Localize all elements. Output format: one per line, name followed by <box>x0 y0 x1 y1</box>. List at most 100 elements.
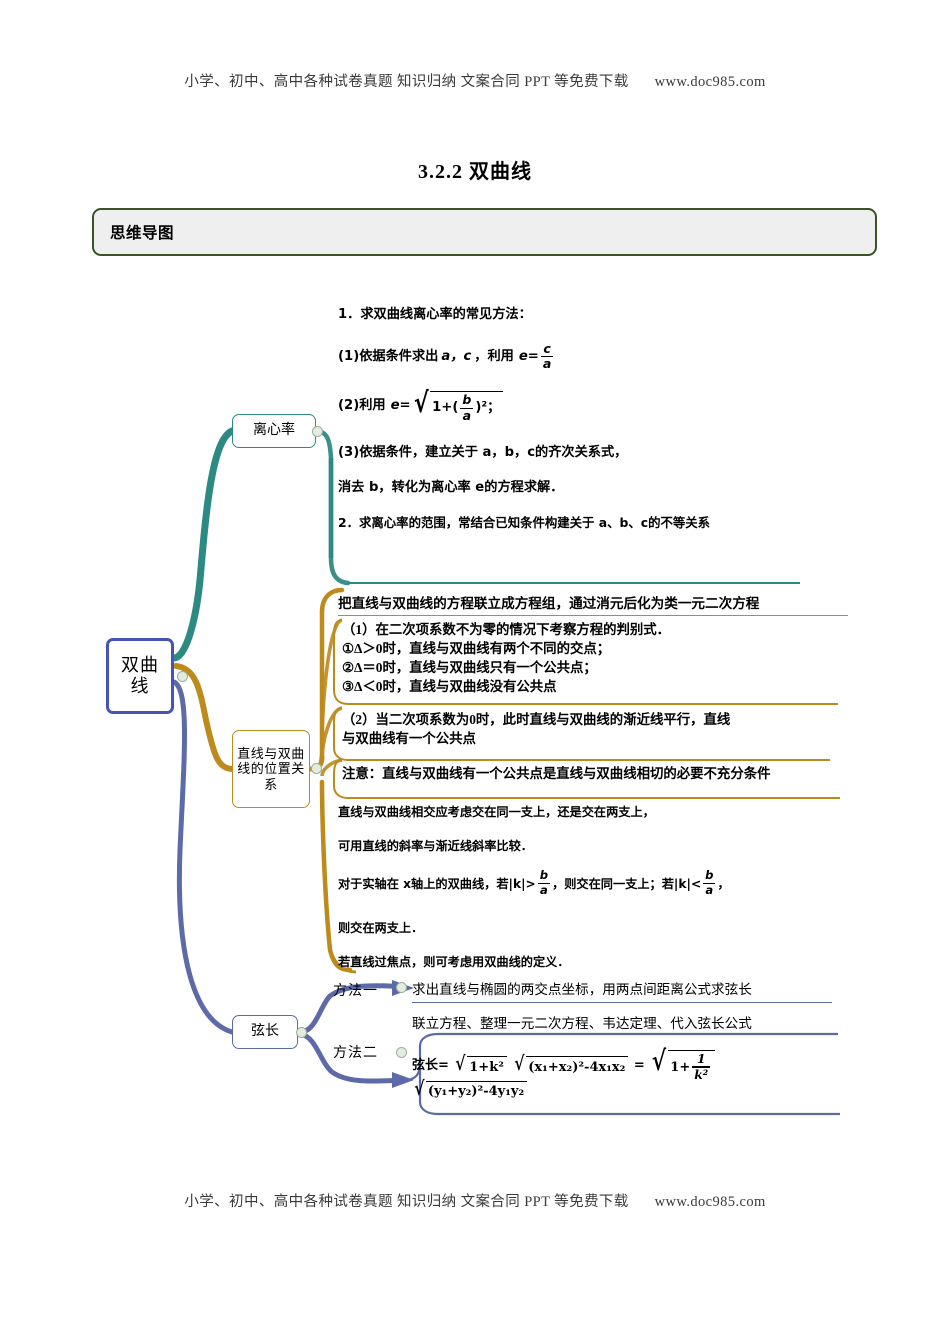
sqrt-y-expression: √ (y₁+y₂)²-4y₁y₂ <box>413 1079 528 1100</box>
radical-glyph: √ <box>413 386 429 419</box>
ecc-line-4: (3)依据条件，建立关于 a，b，c的齐次关系式， <box>338 446 808 461</box>
chord-method-two-label-text: 方法二 <box>333 1046 378 1061</box>
radical-body: 1+ 1 k² <box>668 1050 716 1081</box>
chord-method-two-label: 方法二 <box>333 1042 378 1062</box>
watermark-url: www.doc985.com <box>654 74 766 90</box>
fraction-numerator: b <box>705 868 714 882</box>
position-b3: ②Δ＝0时，直线与双曲线只有一个公共点； <box>342 660 597 676</box>
fraction-bar <box>703 882 716 884</box>
sqrt-1-plus-inv-k2: √ 1+ 1 k² <box>650 1047 716 1081</box>
radical-body: 1+( b a )²； <box>430 391 504 423</box>
collapse-dot-chord[interactable] <box>296 1027 307 1038</box>
node-eccentricity-label: 离心率 <box>253 422 295 438</box>
radicand-one: 1+ <box>670 1059 691 1075</box>
ecc-line-5: 消去 b，转化为离心率 e的方程求解． <box>338 480 808 496</box>
ecc-line-1-text: 1．求双曲线离心率的常见方法： <box>338 307 532 322</box>
ecc-line-6-text: 2．求离心率的范围，常结合已知条件构建关于 a、b、c的不等关系 <box>338 514 711 530</box>
collapse-dot-method-two[interactable] <box>396 1047 407 1058</box>
position-e-text: 直线与双曲线相交应考虑交在同一支上，还是交在两支上， <box>338 805 655 819</box>
sqrt-1-plus-k2: √ 1+k² <box>454 1052 507 1076</box>
fraction-denominator: a <box>462 407 472 423</box>
ecc-line-2-e: e= <box>518 348 539 364</box>
chord-method-one-label-text: 方法一 <box>333 984 378 999</box>
position-item-a-text: 把直线与双曲线的方程联立成方程组，通过消元后化为类一元二次方程 <box>338 596 760 611</box>
fraction-denominator: a <box>705 882 714 897</box>
fraction-numerator: b <box>462 392 472 407</box>
radical-glyph: √ <box>514 1052 525 1076</box>
ecc-line-4-text: (3)依据条件，建立关于 a，b，c的齐次关系式， <box>338 445 628 461</box>
fraction-numerator: b <box>539 868 549 882</box>
fraction-denominator: a <box>540 882 548 897</box>
collapse-dot-eccentricity[interactable] <box>312 426 323 437</box>
watermark-text: 小学、初中、高中各种试卷真题 知识归纳 文案合同 PPT 等免费下载 <box>184 74 629 90</box>
ecc-line-1: 1．求双曲线离心率的常见方法： <box>338 307 808 323</box>
position-item-zero-coefficient: （2）当二次项系数为0时，此时直线与双曲线的渐近线平行，直线 与双曲线有一个公共… <box>342 710 842 748</box>
ecc-line-2-pre: (1)依据条件求出 <box>338 348 439 364</box>
radicand-x: (x₁+x₂)²-4x₁x₂ <box>528 1059 626 1075</box>
mindmap-node-chord[interactable]: 弦长 <box>232 1015 298 1049</box>
fraction-bar <box>537 882 551 884</box>
fraction-b-over-a: b a <box>460 392 474 423</box>
watermark-url: www.doc985.com <box>654 1194 766 1210</box>
collapse-dot-position[interactable] <box>311 763 322 774</box>
section-header-label: 思维导图 <box>110 225 175 242</box>
radical-glyph: √ <box>455 1052 466 1076</box>
position-b4: ③Δ＜0时，直线与双曲线没有公共点 <box>342 679 557 695</box>
ecc-line-3: (2)利用 e= √ 1+( b a )²； <box>338 386 808 423</box>
sqrt-x-expression: √ (x₁+x₂)²-4x₁x₂ <box>513 1052 629 1076</box>
collapse-dot-method-one[interactable] <box>396 982 407 993</box>
node-position-label: 直线与双曲线的位置关系 <box>237 746 305 792</box>
node-root-label: 双曲线 <box>121 654 159 696</box>
ecc-radicand-tail: )²； <box>475 399 501 415</box>
formula-equals: = <box>633 1058 645 1074</box>
position-c2: 与双曲线有一个公共点 <box>342 731 476 747</box>
fraction-one-over-k2: 1 k² <box>692 1051 711 1081</box>
fraction-bar <box>540 356 554 358</box>
radical-body: 1+k² <box>467 1056 507 1075</box>
radicand-y: (y₁+y₂)²-4y₁y₂ <box>427 1084 525 1100</box>
mindmap-node-root[interactable]: 双曲线 <box>106 638 174 714</box>
position-item-note: 注意：直线与双曲线有一个公共点是直线与双曲线相切的必要不充分条件 <box>342 762 847 782</box>
watermark-text: 小学、初中、高中各种试卷真题 知识归纳 文案合同 PPT 等免费下载 <box>184 1194 629 1210</box>
radicand-k2: 1+k² <box>469 1059 504 1075</box>
fraction-c-over-a: c a <box>540 340 554 371</box>
eccentricity-content: 1．求双曲线离心率的常见方法： (1)依据条件求出 a，c ，利用 e= c a… <box>338 307 808 530</box>
ecc-line-3-pre: (2)利用 <box>338 398 386 414</box>
ecc-radicand-lead: 1+( <box>432 399 459 415</box>
position-item-focus: 若直线过焦点，则可考虑用双曲线的定义． <box>338 952 838 970</box>
mindmap-node-position[interactable]: 直线与双曲线的位置关系 <box>232 730 310 808</box>
fraction-numerator: c <box>543 340 551 356</box>
formula-lead: 弦长= <box>412 1058 449 1074</box>
ecc-line-6: 2．求离心率的范围，常结合已知条件构建关于 a、b、c的不等关系 <box>338 514 808 530</box>
ecc-line-2: (1)依据条件求出 a，c ，利用 e= c a <box>338 340 808 371</box>
fraction-numerator: 1 <box>696 1051 706 1066</box>
fraction-bar <box>460 407 474 409</box>
position-b2: ①Δ＞0时，直线与双曲线有两个不同的交点； <box>342 641 611 657</box>
position-b1: （1）在二次项系数不为零的情况下考察方程的判别式． <box>342 622 671 637</box>
position-h-text: 则交在两支上． <box>338 921 424 935</box>
position-item-two-branches: 则交在两支上． <box>338 918 838 936</box>
ecc-line-5-text: 消去 b，转化为离心率 e的方程求解． <box>338 480 564 495</box>
position-item-discriminant: （1）在二次项系数不为零的情况下考察方程的判别式． ①Δ＞0时，直线与双曲线有两… <box>342 620 847 696</box>
chord-m2-text: 联立方程、整理一元二次方程、韦达定理、代入弦长公式 <box>412 1016 752 1031</box>
position-g-mid: ，则交在同一支上；若|k|< <box>552 877 702 892</box>
ecc-line-2-vars: a，c <box>441 348 472 364</box>
footer-watermark: 小学、初中、高中各种试卷真题 知识归纳 文案合同 PPT 等免费下载 www.do… <box>0 1190 950 1211</box>
collapse-dot-root[interactable] <box>177 671 188 682</box>
position-item-k-condition: 对于实轴在 x轴上的双曲线，若|k|> b a ，则交在同一支上；若|k|< b… <box>338 868 838 897</box>
mindmap-node-eccentricity[interactable]: 离心率 <box>232 414 316 448</box>
ecc-line-3-e: e= <box>390 398 411 414</box>
position-item-slope: 可用直线的斜率与渐近线斜率比较． <box>338 836 838 854</box>
position-item-branches: 直线与双曲线相交应考虑交在同一支上，还是交在两支上， <box>338 802 838 820</box>
ecc-line-2-mid: ，利用 <box>474 348 514 364</box>
position-i-text: 若直线过焦点，则可考虑用双曲线的定义． <box>338 955 570 969</box>
position-item-联立: 把直线与双曲线的方程联立成方程组，通过消元后化为类一元二次方程 <box>338 592 848 616</box>
position-note-text: 注意：直线与双曲线有一个公共点是直线与双曲线相切的必要不充分条件 <box>342 766 771 781</box>
node-chord-label: 弦长 <box>251 1023 279 1039</box>
radical-body: (x₁+x₂)²-4x₁x₂ <box>526 1056 629 1075</box>
sqrt-eccentricity: √ 1+( b a )²； <box>412 386 504 423</box>
fraction-b-over-a-2: b a <box>703 868 716 897</box>
chord-m1-text: 求出直线与椭圆的两交点坐标，用两点间距离公式求弦长 <box>412 982 752 997</box>
section-header-box: 思维导图 <box>92 208 877 256</box>
